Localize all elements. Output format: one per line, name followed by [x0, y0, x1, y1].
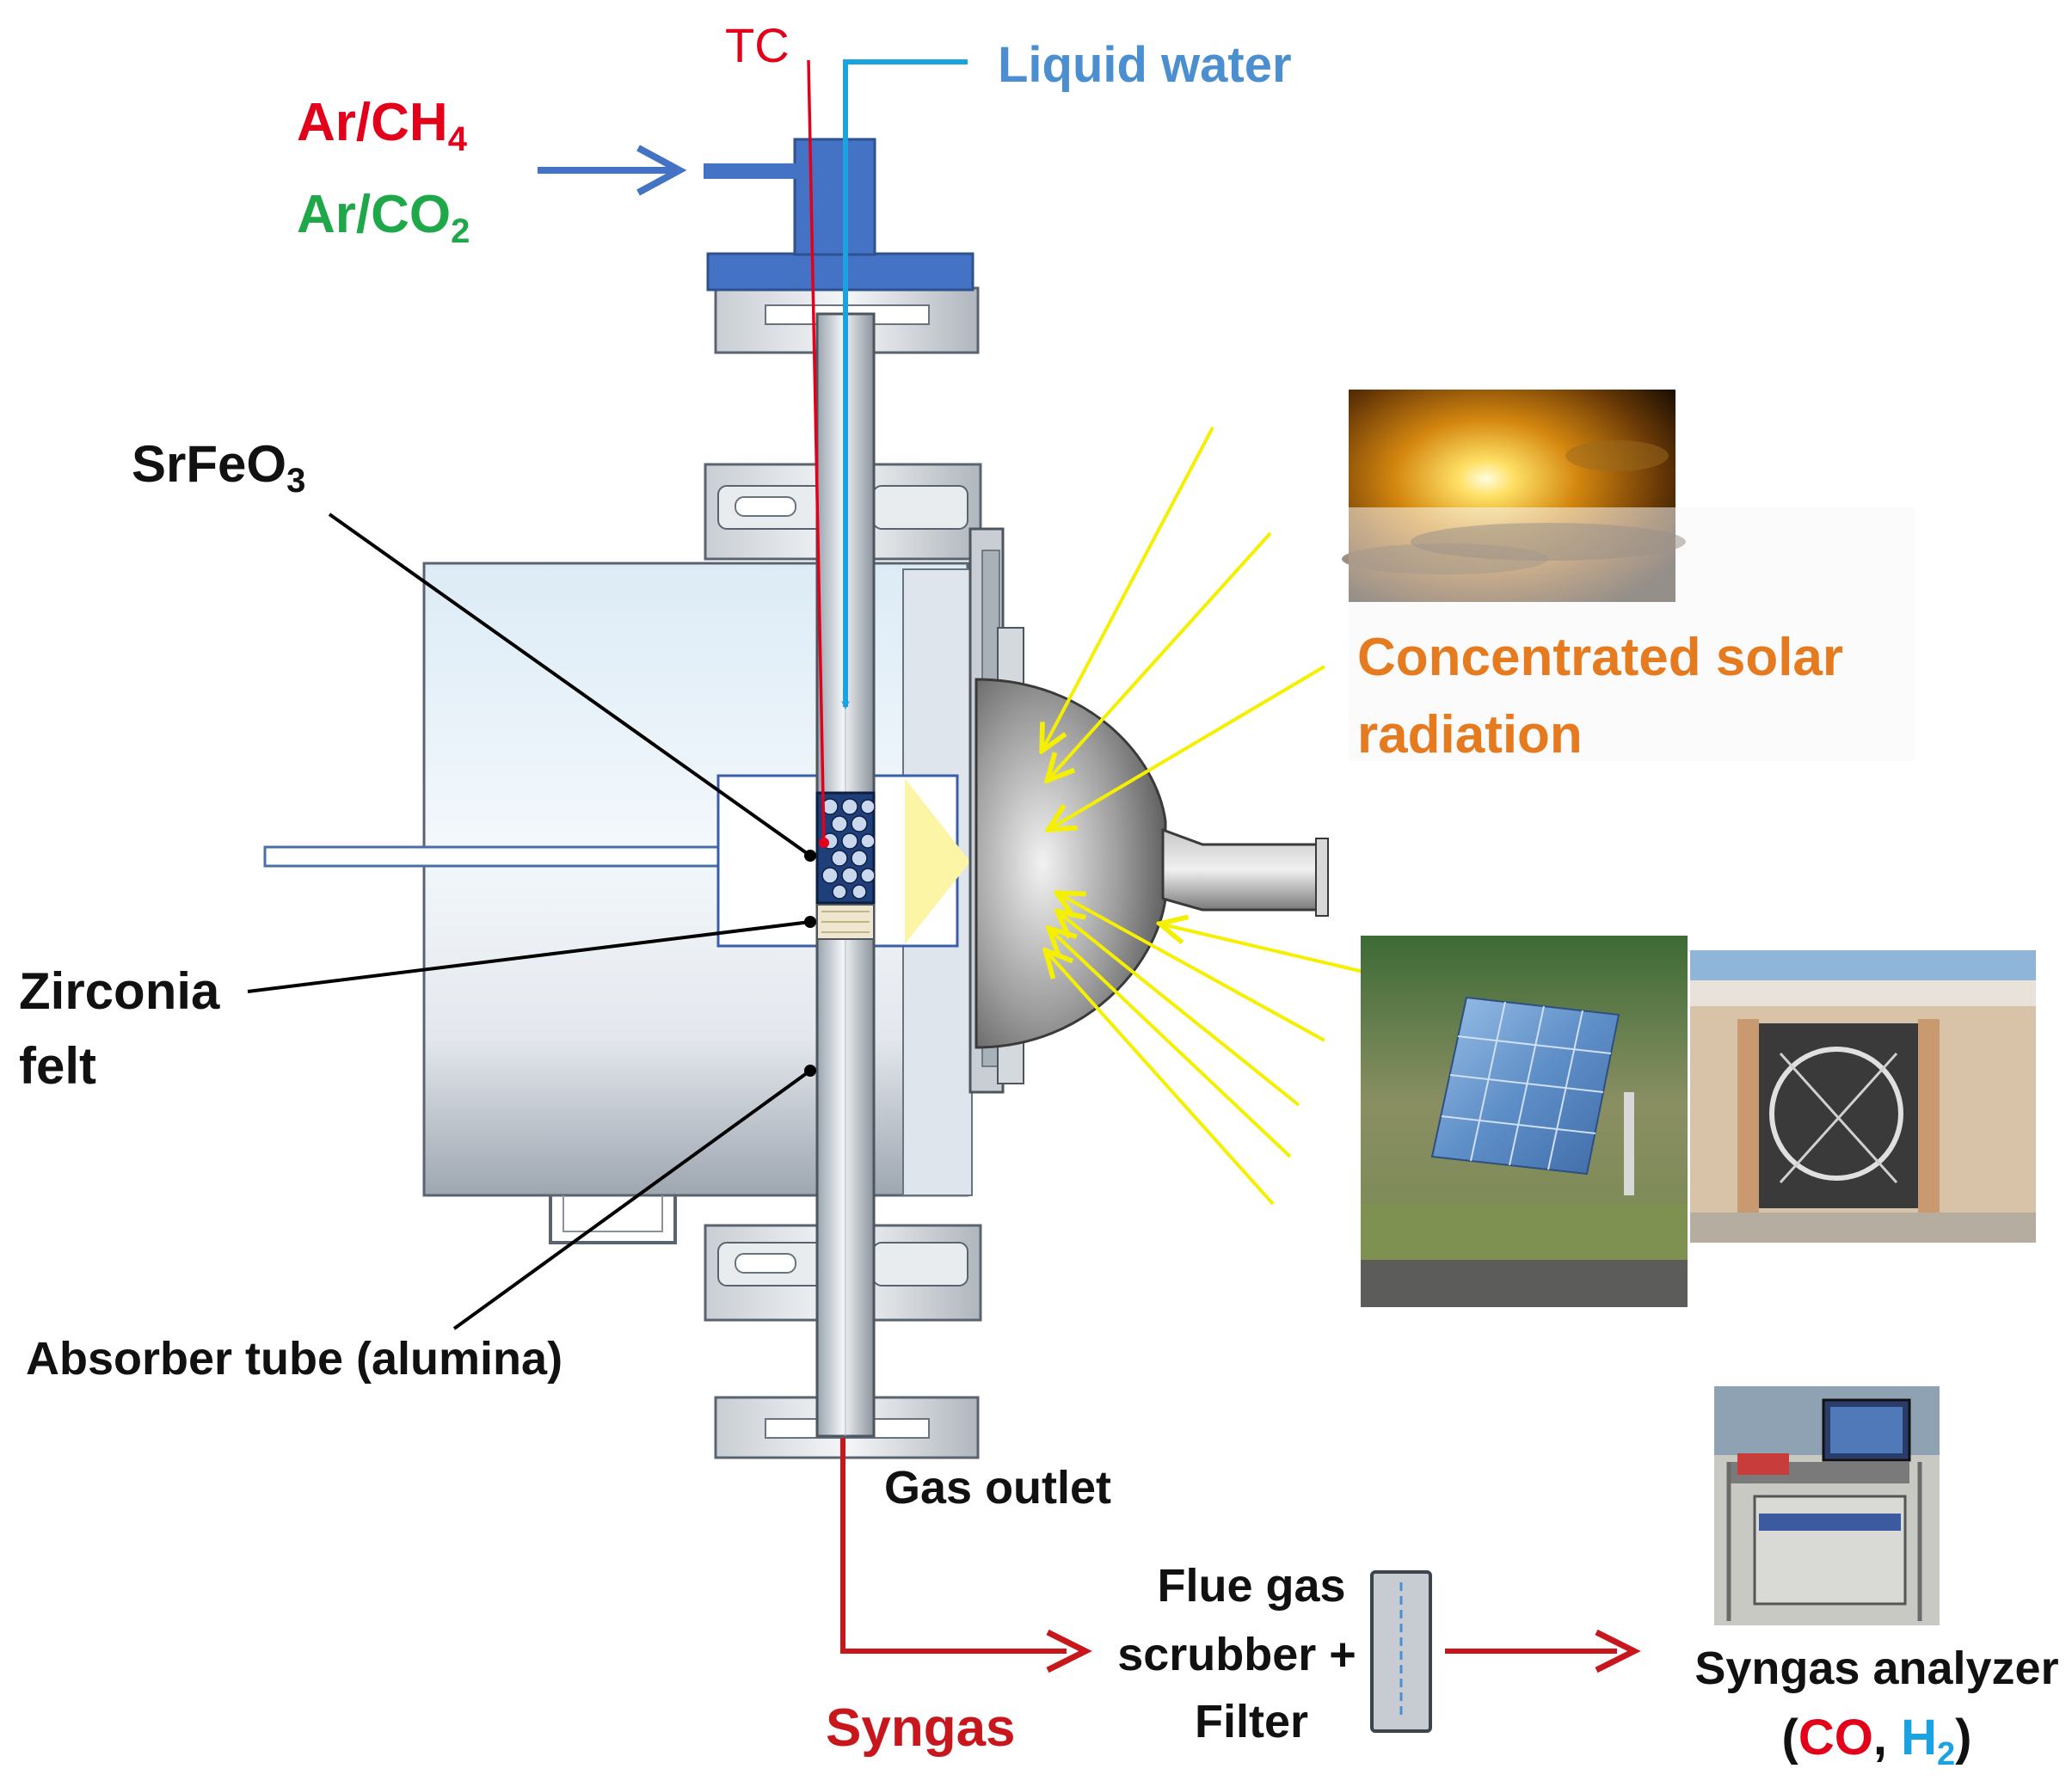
scrubber-label-line2: scrubber +: [1117, 1629, 1356, 1680]
solar-rays: [1043, 427, 1364, 1206]
srfeo3-label: SrFeO3: [132, 435, 305, 500]
ar-co2-label: Ar/CO2: [297, 185, 470, 250]
solar-label-background: [1349, 507, 1915, 761]
thermocouple-line: [807, 59, 829, 848]
liquid-water-label: Liquid water: [998, 37, 1292, 93]
scrubber-label-line3: Filter: [1195, 1696, 1308, 1747]
tc-label: TC: [725, 18, 790, 72]
scrubber-to-analyzer-arrow: [1445, 1629, 1641, 1673]
zirconia-label-line1: Zirconia: [19, 962, 220, 1020]
inlet-head: [704, 138, 975, 292]
leader-lines: [247, 513, 812, 1330]
zirconia-felt: [816, 904, 875, 940]
gas-outlet-label: Gas outlet: [884, 1462, 1111, 1514]
support-bracket: [549, 1195, 677, 1244]
heliostat-photo: [1361, 936, 1688, 1307]
absorber-label: Absorber tube (alumina): [26, 1333, 563, 1385]
syngas-label: Syngas: [826, 1698, 1016, 1758]
solar-furnace-photo: [1690, 950, 2036, 1243]
quartz-window-dome: [968, 527, 1329, 1094]
analyzer-label-line2: (CO, H2): [1782, 1710, 1972, 1772]
scrubber-column: [1370, 1570, 1432, 1733]
left-rod: [263, 845, 722, 868]
gas-inlet-arrow: [538, 144, 687, 196]
water-inlet-line: [841, 59, 968, 709]
analyzer-label-line1: Syngas analyzer: [1694, 1643, 2058, 1694]
zirconia-label-line2: felt: [19, 1037, 96, 1095]
solar-label-line2: radiation: [1357, 705, 1583, 765]
srfeo3-bed: [815, 791, 876, 905]
scrubber-label-line1: Flue gas: [1157, 1560, 1345, 1612]
ar-ch4-label: Ar/CH4: [297, 93, 468, 158]
solar-label-line1: Concentrated solar: [1357, 628, 1843, 687]
syngas-outlet-path: [840, 1438, 1092, 1673]
syngas-analyzer-photo: [1714, 1386, 1940, 1625]
